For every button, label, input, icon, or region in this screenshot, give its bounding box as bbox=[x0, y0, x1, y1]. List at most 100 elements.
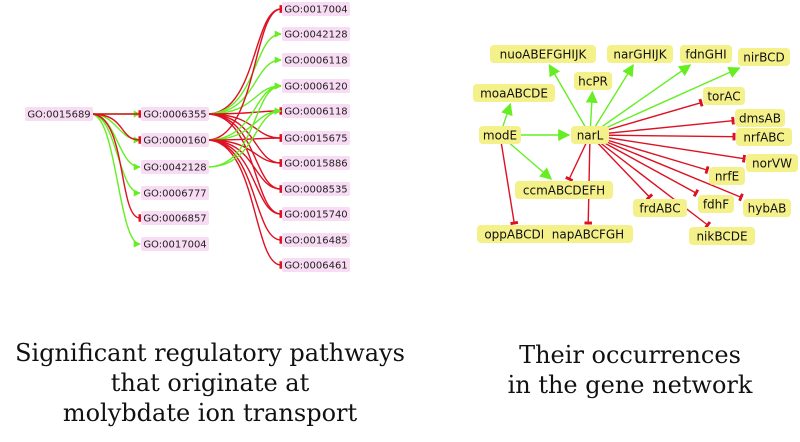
gene-box bbox=[743, 199, 791, 217]
caption-left: Significant regulatory pathways that ori… bbox=[15, 339, 405, 427]
go-term-node: GO:0042128 bbox=[282, 27, 350, 41]
go-term-node: GO:0017004 bbox=[141, 237, 209, 251]
gene-box bbox=[735, 109, 785, 127]
go-term-box bbox=[282, 156, 350, 170]
gene-box bbox=[574, 72, 612, 90]
gene-box bbox=[490, 45, 596, 63]
gene-node-layer: nuoABEFGHIJK narGHIJK fdnGHI nirBCD hcPR moaA… bbox=[473, 45, 798, 245]
gene-edge-layer bbox=[499, 63, 747, 229]
gene-node: fdnGHI bbox=[680, 45, 732, 63]
gene-label: torAC bbox=[707, 89, 740, 103]
gene-box bbox=[738, 48, 790, 66]
gene-box bbox=[709, 167, 745, 185]
gene-node: narGHIJK bbox=[607, 45, 673, 63]
gene-edge-activation bbox=[589, 64, 692, 136]
pathway-edge-activation bbox=[90, 113, 141, 197]
go-term-node: GO:0015886 bbox=[282, 156, 350, 170]
pathway-edge-activation bbox=[90, 113, 141, 248]
gene-node: narL bbox=[571, 126, 609, 144]
gene-node: nikBCDE bbox=[689, 227, 755, 245]
gene-box bbox=[543, 225, 633, 243]
gene-label: modE bbox=[483, 128, 517, 142]
pathway-edge-activation bbox=[206, 82, 282, 168]
go-term-box bbox=[282, 27, 350, 41]
go-term-label: GO:0006461 bbox=[284, 261, 347, 272]
gene-label: nikBCDE bbox=[696, 229, 747, 243]
go-term-box bbox=[282, 182, 350, 196]
gene-label: ccmABCDEFH bbox=[523, 183, 605, 197]
go-term-node: GO:0006857 bbox=[141, 211, 209, 225]
gene-label: fdnGHI bbox=[685, 47, 726, 61]
gene-edge-inhibition bbox=[589, 134, 654, 201]
go-term-box bbox=[282, 104, 350, 118]
gene-node: nrfE bbox=[709, 167, 745, 185]
go-term-box bbox=[282, 207, 350, 221]
gene-edge-inhibition bbox=[589, 134, 744, 202]
go-term-label: GO:0006355 bbox=[143, 110, 206, 121]
go-term-label: GO:0006118 bbox=[284, 56, 347, 67]
pathway-edge-inhibition bbox=[206, 5, 283, 141]
go-term-label: GO:0015886 bbox=[284, 159, 347, 170]
gene-node: hcPR bbox=[574, 72, 612, 90]
go-term-box bbox=[282, 53, 350, 67]
gene-box bbox=[571, 126, 609, 144]
gene-edge-activation bbox=[548, 63, 591, 136]
go-term-box bbox=[282, 131, 350, 145]
pathway-edge-layer bbox=[90, 5, 283, 269]
gene-node: norVW bbox=[746, 154, 798, 172]
gene-node: fdhF bbox=[698, 195, 734, 213]
go-term-label: GO:0042128 bbox=[284, 30, 347, 41]
go-term-node: GO:0015740 bbox=[282, 207, 350, 221]
gene-label: narL bbox=[577, 128, 604, 142]
go-term-node: GO:0015689 bbox=[25, 107, 93, 121]
gene-box bbox=[736, 128, 792, 146]
go-term-box bbox=[282, 2, 350, 16]
gene-node: nuoABEFGHIJK bbox=[490, 45, 596, 63]
gene-box bbox=[703, 87, 745, 105]
gene-label: hybAB bbox=[748, 201, 787, 215]
go-term-node: GO:0006461 bbox=[282, 258, 350, 272]
gene-edge-inhibition bbox=[589, 134, 700, 198]
gene-box bbox=[479, 126, 521, 144]
go-term-label: GO:0000160 bbox=[143, 136, 206, 147]
go-term-node: GO:0006120 bbox=[282, 79, 350, 93]
gene-box bbox=[680, 45, 732, 63]
go-term-node: GO:0006118 bbox=[282, 53, 350, 67]
gene-box bbox=[746, 154, 798, 172]
gene-box bbox=[607, 45, 673, 63]
go-term-box bbox=[141, 211, 209, 225]
go-term-node: GO:0006355 bbox=[141, 107, 209, 121]
gene-edge-inhibition bbox=[589, 134, 710, 175]
gene-node: hybAB bbox=[743, 199, 791, 217]
go-term-box bbox=[282, 258, 350, 272]
gene-node: napABCFGH bbox=[543, 225, 633, 243]
gene-label: hcPR bbox=[578, 74, 608, 88]
pathway-edge-inhibition bbox=[90, 113, 142, 222]
gene-label: narGHIJK bbox=[613, 47, 667, 61]
go-term-node: GO:0042128 bbox=[141, 160, 209, 174]
gene-edge-inhibition bbox=[584, 134, 593, 225]
go-term-label: GO:0042128 bbox=[143, 163, 206, 174]
go-term-label: GO:0006777 bbox=[143, 189, 206, 200]
go-term-box bbox=[141, 107, 209, 121]
gene-node: nirBCD bbox=[738, 48, 790, 66]
go-term-label: GO:0015740 bbox=[284, 210, 347, 221]
caption-right: Their occurrences in the gene network bbox=[507, 341, 753, 399]
go-term-node: GO:0017004 bbox=[282, 2, 350, 16]
go-term-box bbox=[141, 133, 209, 147]
go-term-box bbox=[141, 237, 209, 251]
gene-label: nirBCD bbox=[743, 50, 785, 64]
gene-label: fdhF bbox=[703, 197, 729, 211]
go-term-label: GO:0016485 bbox=[284, 236, 347, 247]
go-term-box bbox=[282, 79, 350, 93]
go-term-label: GO:0006118 bbox=[284, 107, 347, 118]
gene-node: nrfABC bbox=[736, 128, 792, 146]
gene-label: dmsAB bbox=[739, 111, 781, 125]
gene-box bbox=[633, 199, 687, 217]
gene-edge-inhibition bbox=[589, 132, 736, 141]
go-term-node: GO:0015675 bbox=[282, 131, 350, 145]
pathway-edge-inhibition bbox=[206, 139, 283, 269]
gene-node: modE bbox=[479, 126, 521, 144]
gene-label: moaABCDE bbox=[480, 86, 548, 100]
